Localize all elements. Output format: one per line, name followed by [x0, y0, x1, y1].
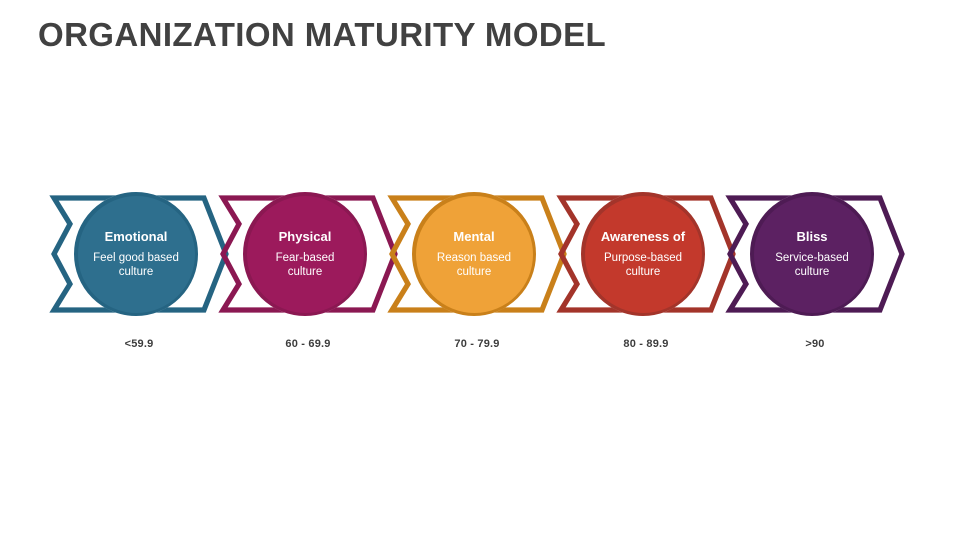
stage-chevron-outline: [556, 195, 736, 313]
stage-title: Emotional: [104, 229, 168, 245]
stage-description-line-2: culture: [456, 265, 492, 278]
stage-range-label: 70 - 79.9: [454, 338, 500, 350]
stage-title: Physical: [278, 229, 332, 245]
stage-circle-ring: [73, 192, 199, 317]
stage-chevron-outline: [387, 195, 567, 313]
stage-title: Bliss: [796, 229, 828, 245]
page-title: ORGANIZATION MATURITY MODEL: [38, 16, 607, 53]
stage-circle-ring: [243, 192, 368, 317]
stage-description-line-2: culture: [794, 265, 830, 278]
stage-title: Awareness of: [600, 229, 686, 245]
stage-description-line-1: Fear-based: [275, 251, 335, 264]
stage-range-label: 60 - 69.9: [285, 338, 331, 350]
stage-description-line-1: Service-based: [775, 251, 849, 264]
stage-chevron-outline: [725, 195, 905, 313]
stage-circle-ring: [412, 192, 537, 317]
stage-chevron-outline: [218, 195, 398, 313]
stage-title: Mental: [453, 229, 495, 245]
stage-chevron-outline: [49, 195, 229, 313]
stage-description-line-1: Feel good based: [93, 251, 179, 264]
stage-circle-ring: [749, 192, 874, 317]
stage-range-label: <59.9: [124, 338, 154, 350]
stage-description-line-1: Reason based: [436, 251, 512, 264]
stage-description-line-1: Purpose-based: [604, 251, 682, 264]
stage-circle-ring: [580, 192, 705, 317]
stage-description-line-2: culture: [625, 265, 661, 278]
stage-range-label: >90: [805, 338, 825, 350]
stage-description-line-2: culture: [118, 265, 154, 278]
stage-range-label: 80 - 89.9: [623, 338, 669, 350]
stage-description-line-2: culture: [287, 265, 323, 278]
